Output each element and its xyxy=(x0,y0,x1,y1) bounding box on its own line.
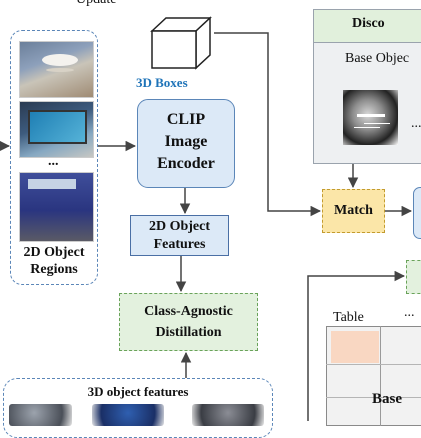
clip-encoder-box: CLIP Image Encoder xyxy=(137,99,235,188)
clip-line3: Encoder xyxy=(138,153,234,175)
table-highlight-cell xyxy=(331,331,379,363)
point-cloud-2 xyxy=(92,404,164,426)
features-3d-label: 3D object features xyxy=(3,384,273,400)
distillation-box: Class-Agnostic Distillation xyxy=(119,293,258,351)
table-ellipsis: ... xyxy=(404,305,415,321)
update-label: Update xyxy=(76,0,116,8)
regions-label-line1: 2D Object xyxy=(10,244,98,261)
regions-ellipsis: ... xyxy=(48,154,59,170)
table-base-label: Base xyxy=(372,391,402,408)
discovery-photo xyxy=(343,90,398,145)
features-2d-box: 2D Object Features xyxy=(130,215,229,256)
table-label: Table xyxy=(333,310,364,326)
discovery-title: Disco xyxy=(352,16,385,32)
distill-line2: Distillation xyxy=(120,322,257,343)
region-photo-table xyxy=(19,41,94,98)
boxes-label: 3D Boxes xyxy=(136,75,188,91)
right-blue-box xyxy=(413,187,421,239)
regions-label: 2D Object Regions xyxy=(10,244,98,278)
discovery-ellipsis: ... xyxy=(411,116,421,132)
distill-line1: Class-Agnostic xyxy=(120,301,257,322)
point-cloud-3 xyxy=(192,404,264,426)
region-photo-monitor xyxy=(19,101,94,158)
point-cloud-1 xyxy=(9,404,72,426)
region-photo-cabinet xyxy=(19,172,94,242)
clip-line1: CLIP xyxy=(138,109,234,131)
features-line1: 2D Object xyxy=(131,218,228,236)
regions-label-line2: Regions xyxy=(10,261,98,278)
cube-icon xyxy=(148,15,216,71)
right-green-box xyxy=(406,260,421,294)
clip-line2: Image xyxy=(138,131,234,153)
table-divider-vertical xyxy=(380,326,381,426)
table-divider-horizontal-1 xyxy=(326,364,421,365)
match-box: Match xyxy=(322,189,385,233)
base-objects-label: Base Objec xyxy=(345,51,409,67)
features-line2: Features xyxy=(131,236,228,254)
